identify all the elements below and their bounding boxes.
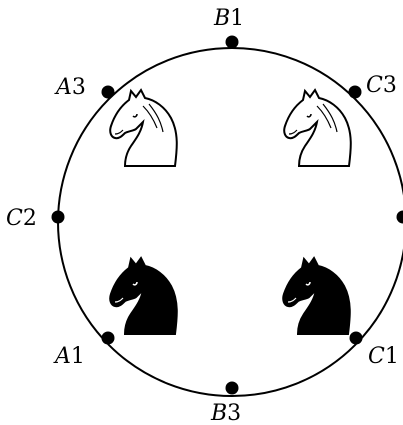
white-knight-icon xyxy=(110,90,177,166)
point-B1-dot xyxy=(226,36,239,49)
black-knight-icon xyxy=(283,258,350,334)
point-A3-dot xyxy=(102,86,115,99)
point-C2-dot xyxy=(52,211,65,224)
label-C3: C3 xyxy=(366,73,397,98)
black-knight-icon xyxy=(110,258,177,334)
label-C2: C2 xyxy=(6,206,37,231)
label-C1: C1 xyxy=(368,344,399,369)
point-right-dot xyxy=(397,211,403,224)
label-B1: B1 xyxy=(213,6,244,31)
white-knight-icon xyxy=(284,90,351,166)
point-C1-dot xyxy=(350,332,363,345)
point-C3-dot xyxy=(349,86,362,99)
point-A1-dot xyxy=(102,332,115,345)
label-A1: A1 xyxy=(53,344,85,369)
label-B3: B3 xyxy=(210,401,241,425)
point-B3-dot xyxy=(226,382,239,395)
label-A3: A3 xyxy=(54,75,86,100)
